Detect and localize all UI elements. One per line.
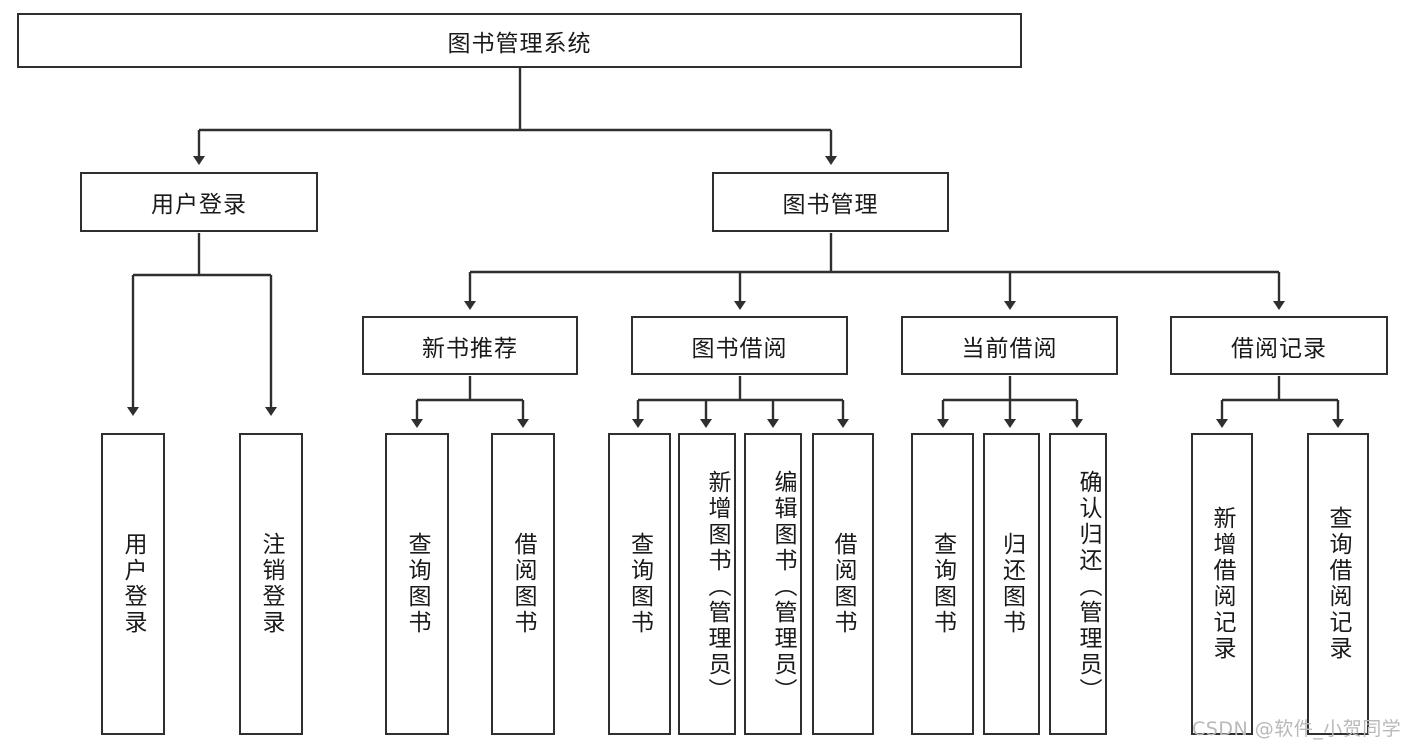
node-label: 查询借阅记录 [1325, 506, 1351, 662]
node-leaf-user-login[interactable]: 用户登录 [101, 433, 165, 735]
node-user-login[interactable]: 用户登录 [80, 172, 318, 232]
node-leaf-return-book[interactable]: 归还图书 [983, 433, 1040, 735]
node-leaf-logout-login[interactable]: 注销登录 [239, 433, 303, 735]
node-leaf-edit-book[interactable]: 编辑图书（管理员） [744, 433, 802, 735]
node-leaf-add-book[interactable]: 新增图书（管理员） [678, 433, 736, 735]
node-current-borrow[interactable]: 当前借阅 [901, 316, 1118, 375]
node-leaf-confirm-return[interactable]: 确认归还（管理员） [1049, 433, 1107, 735]
node-root-book-management-system[interactable]: 图书管理系统 [17, 13, 1022, 68]
node-label: 查询图书 [626, 532, 653, 636]
node-label: 图书管理系统 [447, 30, 592, 57]
node-new-book-recommend[interactable]: 新书推荐 [362, 316, 578, 375]
node-label: 图书管理 [782, 192, 879, 218]
node-label: 新增借阅记录 [1209, 506, 1235, 662]
node-label: 借阅记录 [1231, 335, 1327, 362]
node-label: 归还图书 [998, 532, 1025, 636]
node-book-borrow[interactable]: 图书借阅 [631, 316, 848, 375]
node-borrow-record[interactable]: 借阅记录 [1170, 316, 1388, 375]
node-label: 新增图书（管理员） [704, 470, 730, 704]
node-label: 查询图书 [929, 532, 956, 636]
node-leaf-borrow-book-2[interactable]: 借阅图书 [812, 433, 874, 735]
node-label: 图书借阅 [691, 335, 788, 362]
node-label: 用户登录 [151, 192, 247, 218]
node-label: 新书推荐 [422, 335, 518, 362]
node-label: 当前借阅 [961, 335, 1058, 362]
node-label: 确认归还（管理员） [1075, 470, 1101, 704]
node-label: 借阅图书 [830, 532, 856, 636]
node-label: 注销登录 [258, 532, 284, 636]
node-label: 用户登录 [120, 532, 146, 636]
node-leaf-query-record[interactable]: 查询借阅记录 [1307, 433, 1369, 735]
node-label: 借阅图书 [510, 532, 536, 636]
node-label: 查询图书 [404, 532, 430, 636]
node-book-management[interactable]: 图书管理 [712, 172, 949, 232]
node-leaf-add-record[interactable]: 新增借阅记录 [1191, 433, 1253, 735]
watermark-text: CSDN @软件_小贺同学 [1192, 718, 1402, 740]
node-leaf-query-book-3[interactable]: 查询图书 [911, 433, 974, 735]
node-label: 编辑图书（管理员） [770, 470, 796, 704]
node-leaf-query-book-2[interactable]: 查询图书 [608, 433, 671, 735]
node-leaf-query-book-1[interactable]: 查询图书 [385, 433, 449, 735]
node-leaf-borrow-book-1[interactable]: 借阅图书 [491, 433, 555, 735]
